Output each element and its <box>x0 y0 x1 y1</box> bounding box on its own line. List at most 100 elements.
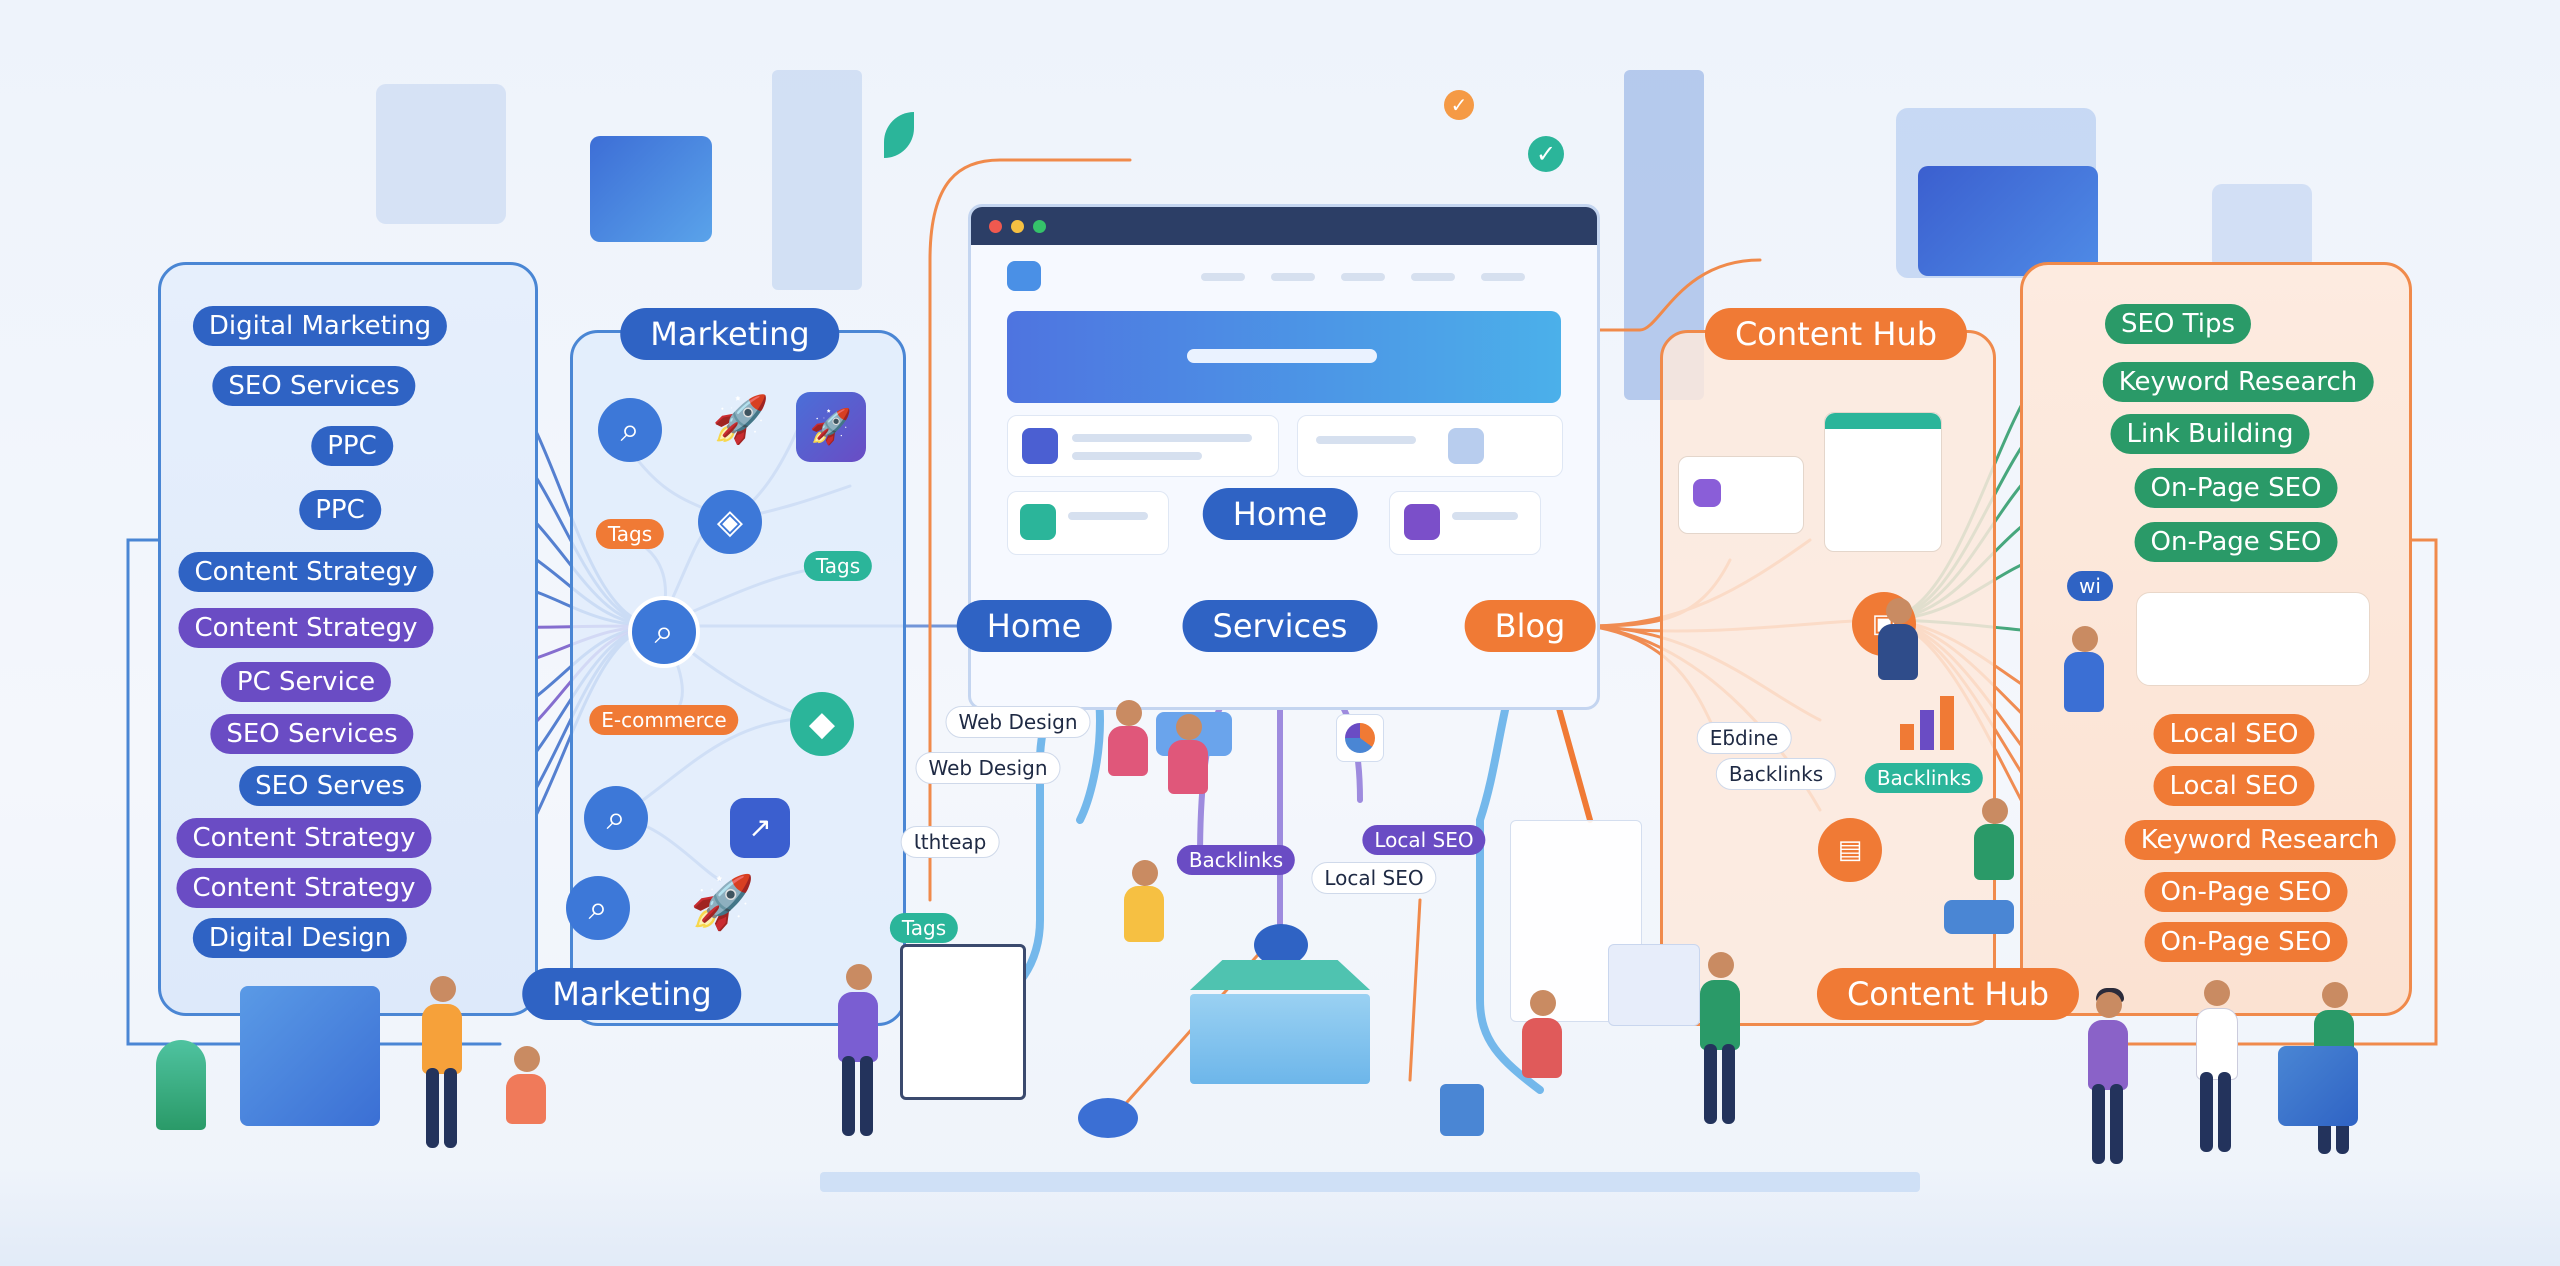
web-design-chip-2[interactable]: Web Design <box>915 752 1061 784</box>
person-head <box>430 976 456 1002</box>
search-hub-icon: ⌕ <box>628 596 700 668</box>
backlinks-chip-center[interactable]: Backlinks <box>1176 845 1296 875</box>
bar-chart-bar-2 <box>1920 710 1934 750</box>
content-hub-title[interactable]: Content Hub <box>1704 308 1968 360</box>
person-head <box>2072 626 2098 652</box>
person-torso <box>1522 1018 1562 1078</box>
backlinks-chip-hub-1[interactable]: Backlinks <box>1715 758 1837 790</box>
left-list-item[interactable]: SEO Services <box>210 714 414 754</box>
content-hub-footer[interactable]: Content Hub <box>1816 968 2080 1020</box>
person-head <box>1886 598 1912 624</box>
browser-title-bar <box>971 207 1597 245</box>
left-list-item[interactable]: PC Service <box>220 662 392 702</box>
person-head <box>846 964 872 990</box>
ecommerce-chip[interactable]: E-commerce <box>589 705 739 735</box>
left-list-item[interactable]: PPC <box>299 490 381 530</box>
right-list-item[interactable]: On-Page SEO <box>2134 522 2338 562</box>
bar-chart-bar-3 <box>1940 696 1954 750</box>
left-list-item[interactable]: SEO Services <box>212 366 416 406</box>
pie-chart-glyph <box>1345 723 1375 753</box>
person-leg <box>2092 1084 2105 1164</box>
nav-node-home[interactable]: Home <box>956 600 1112 652</box>
background-dashboard-left <box>376 84 506 224</box>
local-seo-chip-1[interactable]: Local SEO <box>1362 825 1486 855</box>
person-head <box>1530 990 1556 1016</box>
person-leg <box>2218 1072 2231 1152</box>
background-tower-left <box>772 70 862 290</box>
person-head <box>2322 982 2348 1008</box>
left-list-item[interactable]: Content Strategy <box>178 608 434 648</box>
person-torso <box>422 1004 462 1074</box>
tag-chip-tags-left[interactable]: Tags <box>595 519 665 549</box>
pie-chart-icon <box>1336 714 1384 762</box>
right-list-item[interactable]: Link Building <box>2110 414 2310 454</box>
analytics-tile-right <box>1918 166 2098 276</box>
hero-bar <box>1187 349 1377 363</box>
left-list-item[interactable]: SEO Serves <box>239 766 421 806</box>
right-list-item[interactable]: Keyword Research <box>2124 820 2396 860</box>
sitemap-chip[interactable]: Ɩthteap <box>900 826 1000 858</box>
person-head <box>1132 860 1158 886</box>
document-circle-icon: ▤ <box>1818 818 1882 882</box>
right-list-item[interactable]: Local SEO <box>2153 766 2315 806</box>
sitemap-node-base <box>1254 924 1308 966</box>
whiteboard-easel <box>900 944 1026 1100</box>
content-card-left <box>1678 456 1804 534</box>
check-icon: ✓ <box>1528 136 1564 172</box>
feature-card-1-line <box>1072 434 1252 442</box>
feature-card-1-icon <box>1022 428 1058 464</box>
left-list-item[interactable]: Content Strategy <box>176 868 432 908</box>
search-icon: ⌕ <box>598 398 662 462</box>
backlinks-chip-hub-2[interactable]: Backlinks <box>1864 763 1984 793</box>
person-torso <box>1974 824 2014 880</box>
person-head <box>1708 952 1734 978</box>
tag-chip-tags-right[interactable]: Tags <box>803 551 873 581</box>
marketing-footer[interactable]: Marketing <box>522 968 742 1020</box>
tag-icon: ◈ <box>698 490 762 554</box>
right-list-item[interactable]: On-Page SEO <box>2134 468 2338 508</box>
feature-card-3 <box>1007 491 1169 555</box>
person-leg <box>2200 1072 2213 1152</box>
feature-card-1 <box>1007 415 1279 477</box>
window-close-dot <box>989 220 1002 233</box>
person-head <box>1982 798 2008 824</box>
nav-node-services[interactable]: Services <box>1182 600 1378 652</box>
feature-card-4 <box>1389 491 1541 555</box>
database-cylinder <box>1078 1098 1138 1138</box>
right-list-item[interactable]: On-Page SEO <box>2144 872 2348 912</box>
plant-icon <box>156 1040 206 1130</box>
left-list-item[interactable]: PPC <box>311 426 393 466</box>
web-design-chip-1[interactable]: Web Design <box>945 706 1091 738</box>
bar-chart-icon <box>1900 694 1956 750</box>
right-list-item[interactable]: Keyword Research <box>2102 362 2374 402</box>
person-head <box>1176 714 1202 740</box>
left-list-item[interactable]: Content Strategy <box>178 552 434 592</box>
line-chart-tile <box>590 136 712 242</box>
floor-stack-icon <box>1440 1084 1484 1136</box>
nav-link-1 <box>1201 273 1245 281</box>
left-list-item[interactable]: Content Strategy <box>176 818 432 858</box>
rocket-tile-icon: 🚀 <box>796 392 866 462</box>
nav-node-home-top[interactable]: Home <box>1202 488 1358 540</box>
stage-base <box>820 1172 1920 1192</box>
feature-card-2 <box>1297 415 1563 477</box>
window-maximize-dot <box>1033 220 1046 233</box>
person-leg <box>1722 1044 1735 1124</box>
right-list-item[interactable]: SEO Tips <box>2104 304 2252 344</box>
left-list-item[interactable]: Digital Marketing <box>192 306 448 346</box>
local-seo-chip-2[interactable]: Local SEO <box>1311 862 1437 894</box>
folder-icon-right <box>2278 1046 2358 1126</box>
right-list-item[interactable]: Local SEO <box>2153 714 2315 754</box>
right-list-item[interactable]: On-Page SEO <box>2144 922 2348 962</box>
tags-chip-center[interactable]: Tags <box>889 913 959 943</box>
left-list-item[interactable]: Digital Design <box>192 918 408 958</box>
marketing-title[interactable]: Marketing <box>620 308 840 360</box>
ecommerce-icon: ◆ <box>790 692 854 756</box>
nav-node-blog[interactable]: Blog <box>1464 600 1596 652</box>
search-icon-bottom: ⌕ <box>566 876 630 940</box>
document-sheet <box>1608 944 1700 1026</box>
feature-card-3-line <box>1068 512 1148 520</box>
person-leg <box>842 1056 855 1136</box>
search-icon-lower: ⌕ <box>584 786 648 850</box>
engine-chip[interactable]: Eƃdine <box>1696 722 1792 754</box>
